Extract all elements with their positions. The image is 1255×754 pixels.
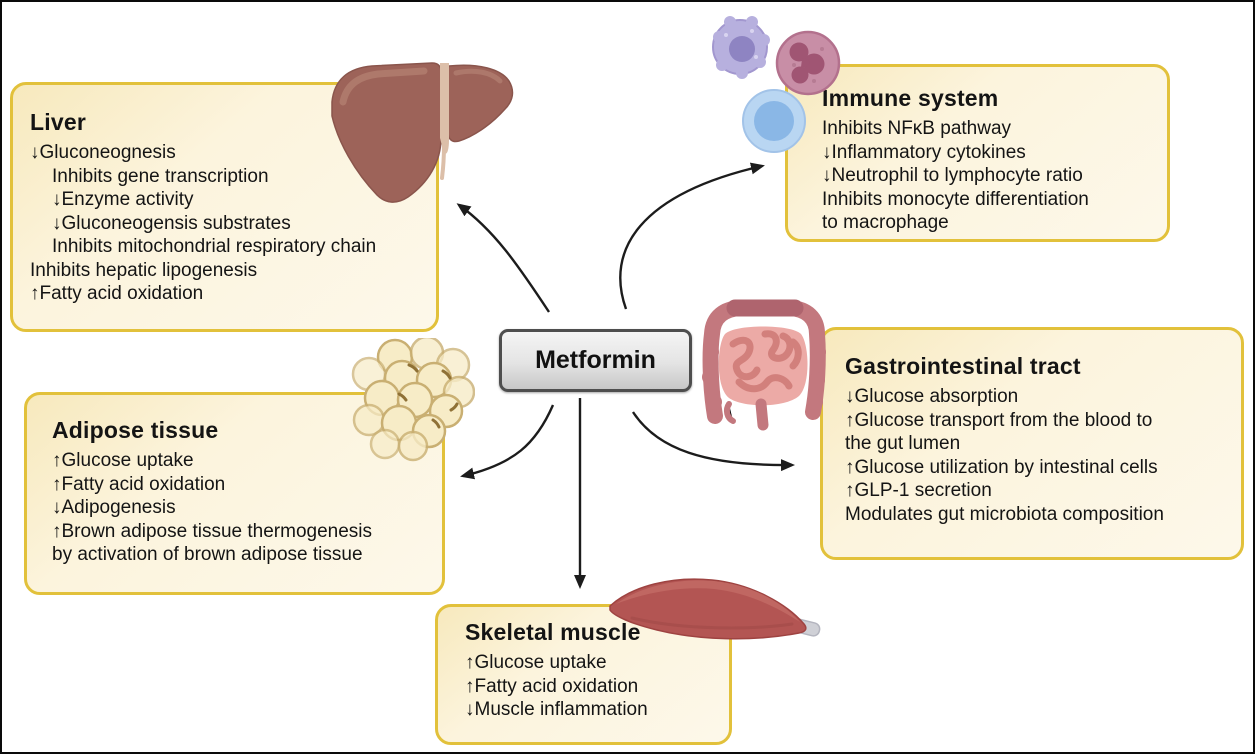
muscle-box-title: Skeletal muscle: [465, 619, 641, 645]
neutrophil-cell-icon: [775, 30, 841, 96]
adipocyte-cluster-icon: [351, 338, 475, 462]
effect-line: to macrophage: [822, 212, 949, 233]
effect-line: ↑Glucose uptake: [52, 450, 194, 471]
effect-line: ↑Fatty acid oxidation: [30, 283, 204, 304]
arrow-to-adipose-tissue: [460, 404, 555, 480]
effect-line: Inhibits monocyte differentiation: [822, 188, 1089, 210]
effect-line: ↓Gluconeogensis substrates: [52, 212, 291, 234]
effect-line: ↓Gluconeognesis: [30, 142, 176, 163]
monocyte-cell-icon: [712, 16, 770, 79]
effect-line: ↑Glucose transport from the blood to: [845, 409, 1153, 431]
skeletal-muscle-icon: [609, 578, 821, 640]
effect-line: ↑Brown adipose tissue thermogenesis: [52, 520, 373, 542]
effect-line: the gut lumen: [845, 433, 961, 454]
immune-box-title: Immune system: [822, 85, 999, 111]
effect-line: Modulates gut microbiota composition: [845, 503, 1164, 525]
effect-line: Inhibits gene transcription: [52, 165, 269, 187]
metformin-node: Metformin: [499, 329, 692, 392]
effect-line: ↑Fatty acid oxidation: [52, 473, 226, 495]
metformin-label: Metformin: [535, 346, 656, 374]
gastrointestinal-tract-box: Gastrointestinal tract ↓Glucose absorpti…: [820, 327, 1244, 560]
adipose-box-title: Adipose tissue: [52, 417, 219, 443]
effect-line: Inhibits NFκB pathway: [822, 118, 1012, 139]
effect-line: Inhibits hepatic lipogenesis: [30, 259, 258, 281]
effect-line: ↓Adipogenesis: [52, 497, 176, 518]
gi-box-title: Gastrointestinal tract: [845, 353, 1081, 379]
effect-line: ↑Fatty acid oxidation: [465, 675, 639, 697]
effect-line: ↓Enzyme activity: [52, 189, 194, 210]
effect-line: by activation of brown adipose tissue: [52, 544, 363, 565]
effect-line: ↓Glucose absorption: [845, 386, 1019, 407]
liver-icon: [331, 62, 514, 203]
intestine-icon: [702, 299, 826, 431]
effect-line: ↑Glucose uptake: [465, 652, 607, 673]
effect-line: ↑Glucose utilization by intestinal cells: [845, 456, 1158, 478]
effect-line: ↓Muscle inflammation: [465, 699, 648, 720]
immune-system-box: Immune system Inhibits NFκB pathway ↓Inf…: [785, 64, 1170, 242]
small-intestine: [718, 326, 808, 406]
effect-line: ↓Inflammatory cytokines: [822, 141, 1026, 163]
effect-line: ↓Neutrophil to lymphocyte ratio: [822, 165, 1083, 186]
effect-line: Inhibits mitochondrial respiratory chain: [52, 236, 377, 257]
falciform-ligament: [440, 63, 449, 154]
effect-line: ↑GLP-1 secretion: [845, 480, 992, 501]
lymphocyte-cell-icon: [742, 89, 806, 153]
liver-box-title: Liver: [30, 109, 86, 135]
immune-cells-icon: [712, 16, 841, 153]
